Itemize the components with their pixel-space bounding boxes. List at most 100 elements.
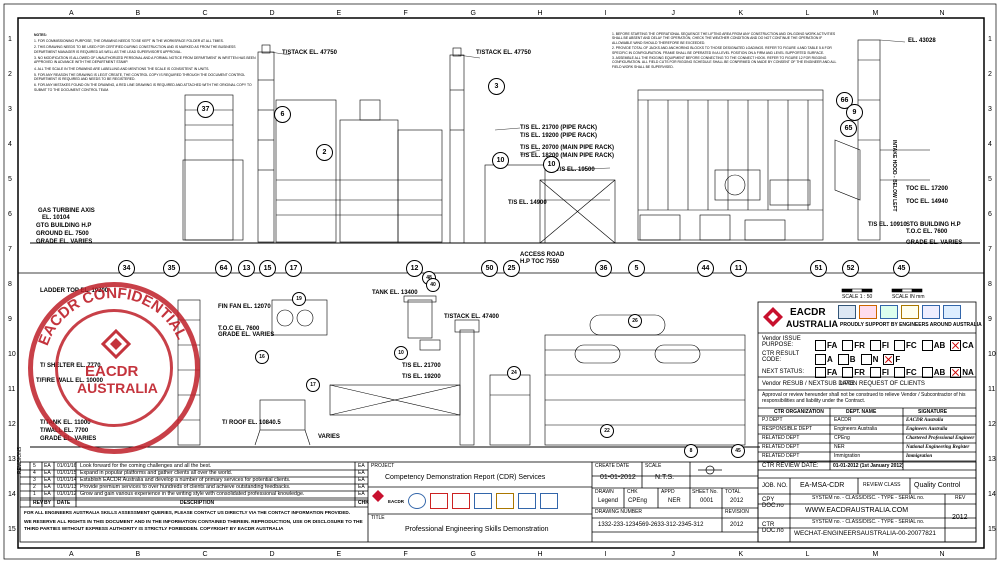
ctr-table-cell: CPEng	[834, 435, 850, 441]
revision-cell: EA	[358, 477, 365, 483]
grid-row-14: 14	[988, 491, 996, 498]
status-option[interactable]: B	[837, 354, 856, 365]
status-checkbox[interactable]	[950, 367, 962, 378]
partner-logo-icon	[901, 305, 919, 319]
elevation-callout: GRADE EL. VARIES	[36, 239, 93, 245]
status-code: FA	[827, 340, 838, 350]
item-bubble: 12	[406, 260, 423, 277]
item-bubble: 65	[840, 120, 857, 137]
elevation-callout: TOC EL. 17200	[906, 186, 948, 192]
status-option[interactable]: AB	[921, 340, 945, 351]
elevation-callout: EL. 43028	[908, 38, 936, 44]
status-option[interactable]: CA	[950, 340, 974, 351]
revision-cell: 01/01/15	[57, 470, 77, 476]
status-checkbox[interactable]	[921, 340, 933, 351]
grid-col-K: K	[738, 10, 744, 17]
status-checkbox[interactable]	[837, 354, 849, 365]
status-checkbox[interactable]	[950, 340, 962, 351]
elevation-callout: INTAKE HOOD - BELOW LEFT	[891, 140, 897, 212]
item-bubble: 17	[285, 260, 302, 277]
status-checkbox[interactable]	[883, 354, 895, 365]
status-code: N	[872, 354, 879, 364]
status-option[interactable]: FR	[842, 340, 865, 351]
revision-label: REVISION	[725, 509, 749, 515]
status-option[interactable]: FC	[894, 367, 917, 378]
stamp-ring-text: EACDR CONFIDENTIAL	[35, 285, 190, 348]
grid-col-L: L	[805, 10, 810, 17]
status-code: FI	[881, 340, 890, 350]
status-checkbox[interactable]	[815, 354, 826, 365]
partner-logo-icon	[452, 493, 471, 509]
issue-purpose-options: FA FR FI FC AB CA	[815, 340, 979, 351]
grid-col-J: J	[671, 10, 676, 17]
item-bubble: 10	[394, 346, 408, 360]
status-option[interactable]: FA	[815, 367, 837, 378]
grid-col-B: B	[135, 551, 141, 558]
ctr-table-cell: Immigration	[834, 453, 861, 459]
status-checkbox[interactable]	[894, 367, 906, 378]
status-checkbox[interactable]	[842, 340, 854, 351]
elevation-callout: GROUND EL. 7500	[36, 231, 89, 237]
note-item: 1. FOR COMMISSIONING PURPOSE, THE DRAWIN…	[34, 39, 224, 44]
status-option[interactable]: FI	[869, 340, 890, 351]
status-code: B	[849, 354, 856, 364]
confidential-stamp: EACDR CONFIDENTIAL EACDR AUSTRALIA	[28, 282, 200, 454]
partner-logo-icon	[496, 493, 515, 509]
status-checkbox[interactable]	[842, 367, 854, 378]
status-checkbox[interactable]	[860, 354, 872, 365]
status-checkbox[interactable]	[815, 340, 826, 351]
grid-row-1: 1	[988, 36, 992, 43]
create-date-label: CREATE DATE	[595, 463, 630, 469]
grid-row-5: 5	[8, 176, 12, 183]
notes-title: NOTES:	[34, 33, 47, 37]
status-code: FR	[854, 340, 865, 350]
elevation-callout: T/S EL. 19500	[556, 167, 595, 173]
chk-label: CHK	[627, 489, 638, 495]
title-label: TITLE	[371, 515, 385, 521]
status-option[interactable]: AB	[921, 367, 945, 378]
ctr-table-cell: RESPONSIBLE DEPT	[762, 426, 813, 432]
item-bubble: 2	[316, 144, 333, 161]
status-checkbox[interactable]	[815, 367, 826, 378]
partner-logo-icon	[474, 493, 493, 509]
elevation-callout: T/STACK EL. 47750	[476, 50, 531, 56]
ctr-table-cell: Immigration	[906, 454, 933, 459]
elevation-callout: T/S EL. 14900	[508, 200, 547, 206]
revision-cell: EA	[44, 491, 51, 497]
status-option[interactable]: F	[883, 354, 900, 365]
ctr-table-cell: RELATED DEPT	[762, 435, 800, 441]
ctr-doc-label: CTR DOC.no	[762, 522, 784, 534]
revision-cell: EA	[358, 484, 365, 490]
status-option[interactable]: N	[860, 354, 879, 365]
status-option[interactable]: FA	[815, 340, 838, 351]
item-bubble: 24	[507, 366, 521, 380]
title-block-logos: EACDR	[372, 490, 590, 512]
scale-value: N.T.S.	[655, 474, 675, 481]
item-bubble: 50	[481, 260, 498, 277]
elevation-callout: T.O.C EL. 7600	[906, 229, 948, 235]
status-checkbox[interactable]	[894, 340, 906, 351]
status-checkbox[interactable]	[869, 367, 881, 378]
status-option[interactable]: FR	[842, 367, 865, 378]
status-checkbox[interactable]	[921, 367, 933, 378]
revision-cell: 01/01/12	[57, 491, 77, 497]
partner-logo-icon	[859, 305, 877, 319]
grid-col-G: G	[470, 10, 476, 17]
status-option[interactable]: NA	[950, 367, 974, 378]
elevation-callout: T/S EL. 19200 (PIPE RACK)	[520, 133, 598, 139]
revision-cell: EA	[44, 470, 51, 476]
grid-col-F: F	[403, 10, 408, 17]
grid-row-10: 10	[8, 351, 16, 358]
status-option[interactable]: FI	[869, 367, 889, 378]
disclaimer-contact: FOR ALL ENGINEERS AUSTRALIA SKILLS ASSES…	[24, 510, 351, 515]
status-option[interactable]: A	[815, 354, 833, 365]
ctr-table-header: CTR ORGANIZATION	[774, 409, 824, 415]
total-value: 2012	[730, 498, 744, 504]
status-checkbox[interactable]	[869, 340, 881, 351]
item-bubble: 34	[118, 260, 135, 277]
note-item: 5. FOR ANY REASON THE DRAWING IS LEGIT C…	[34, 72, 246, 82]
elevation-callout: T/STACK EL. 47400	[444, 314, 499, 320]
project-label: PROJECT	[371, 463, 395, 469]
status-option[interactable]: FC	[894, 340, 917, 351]
